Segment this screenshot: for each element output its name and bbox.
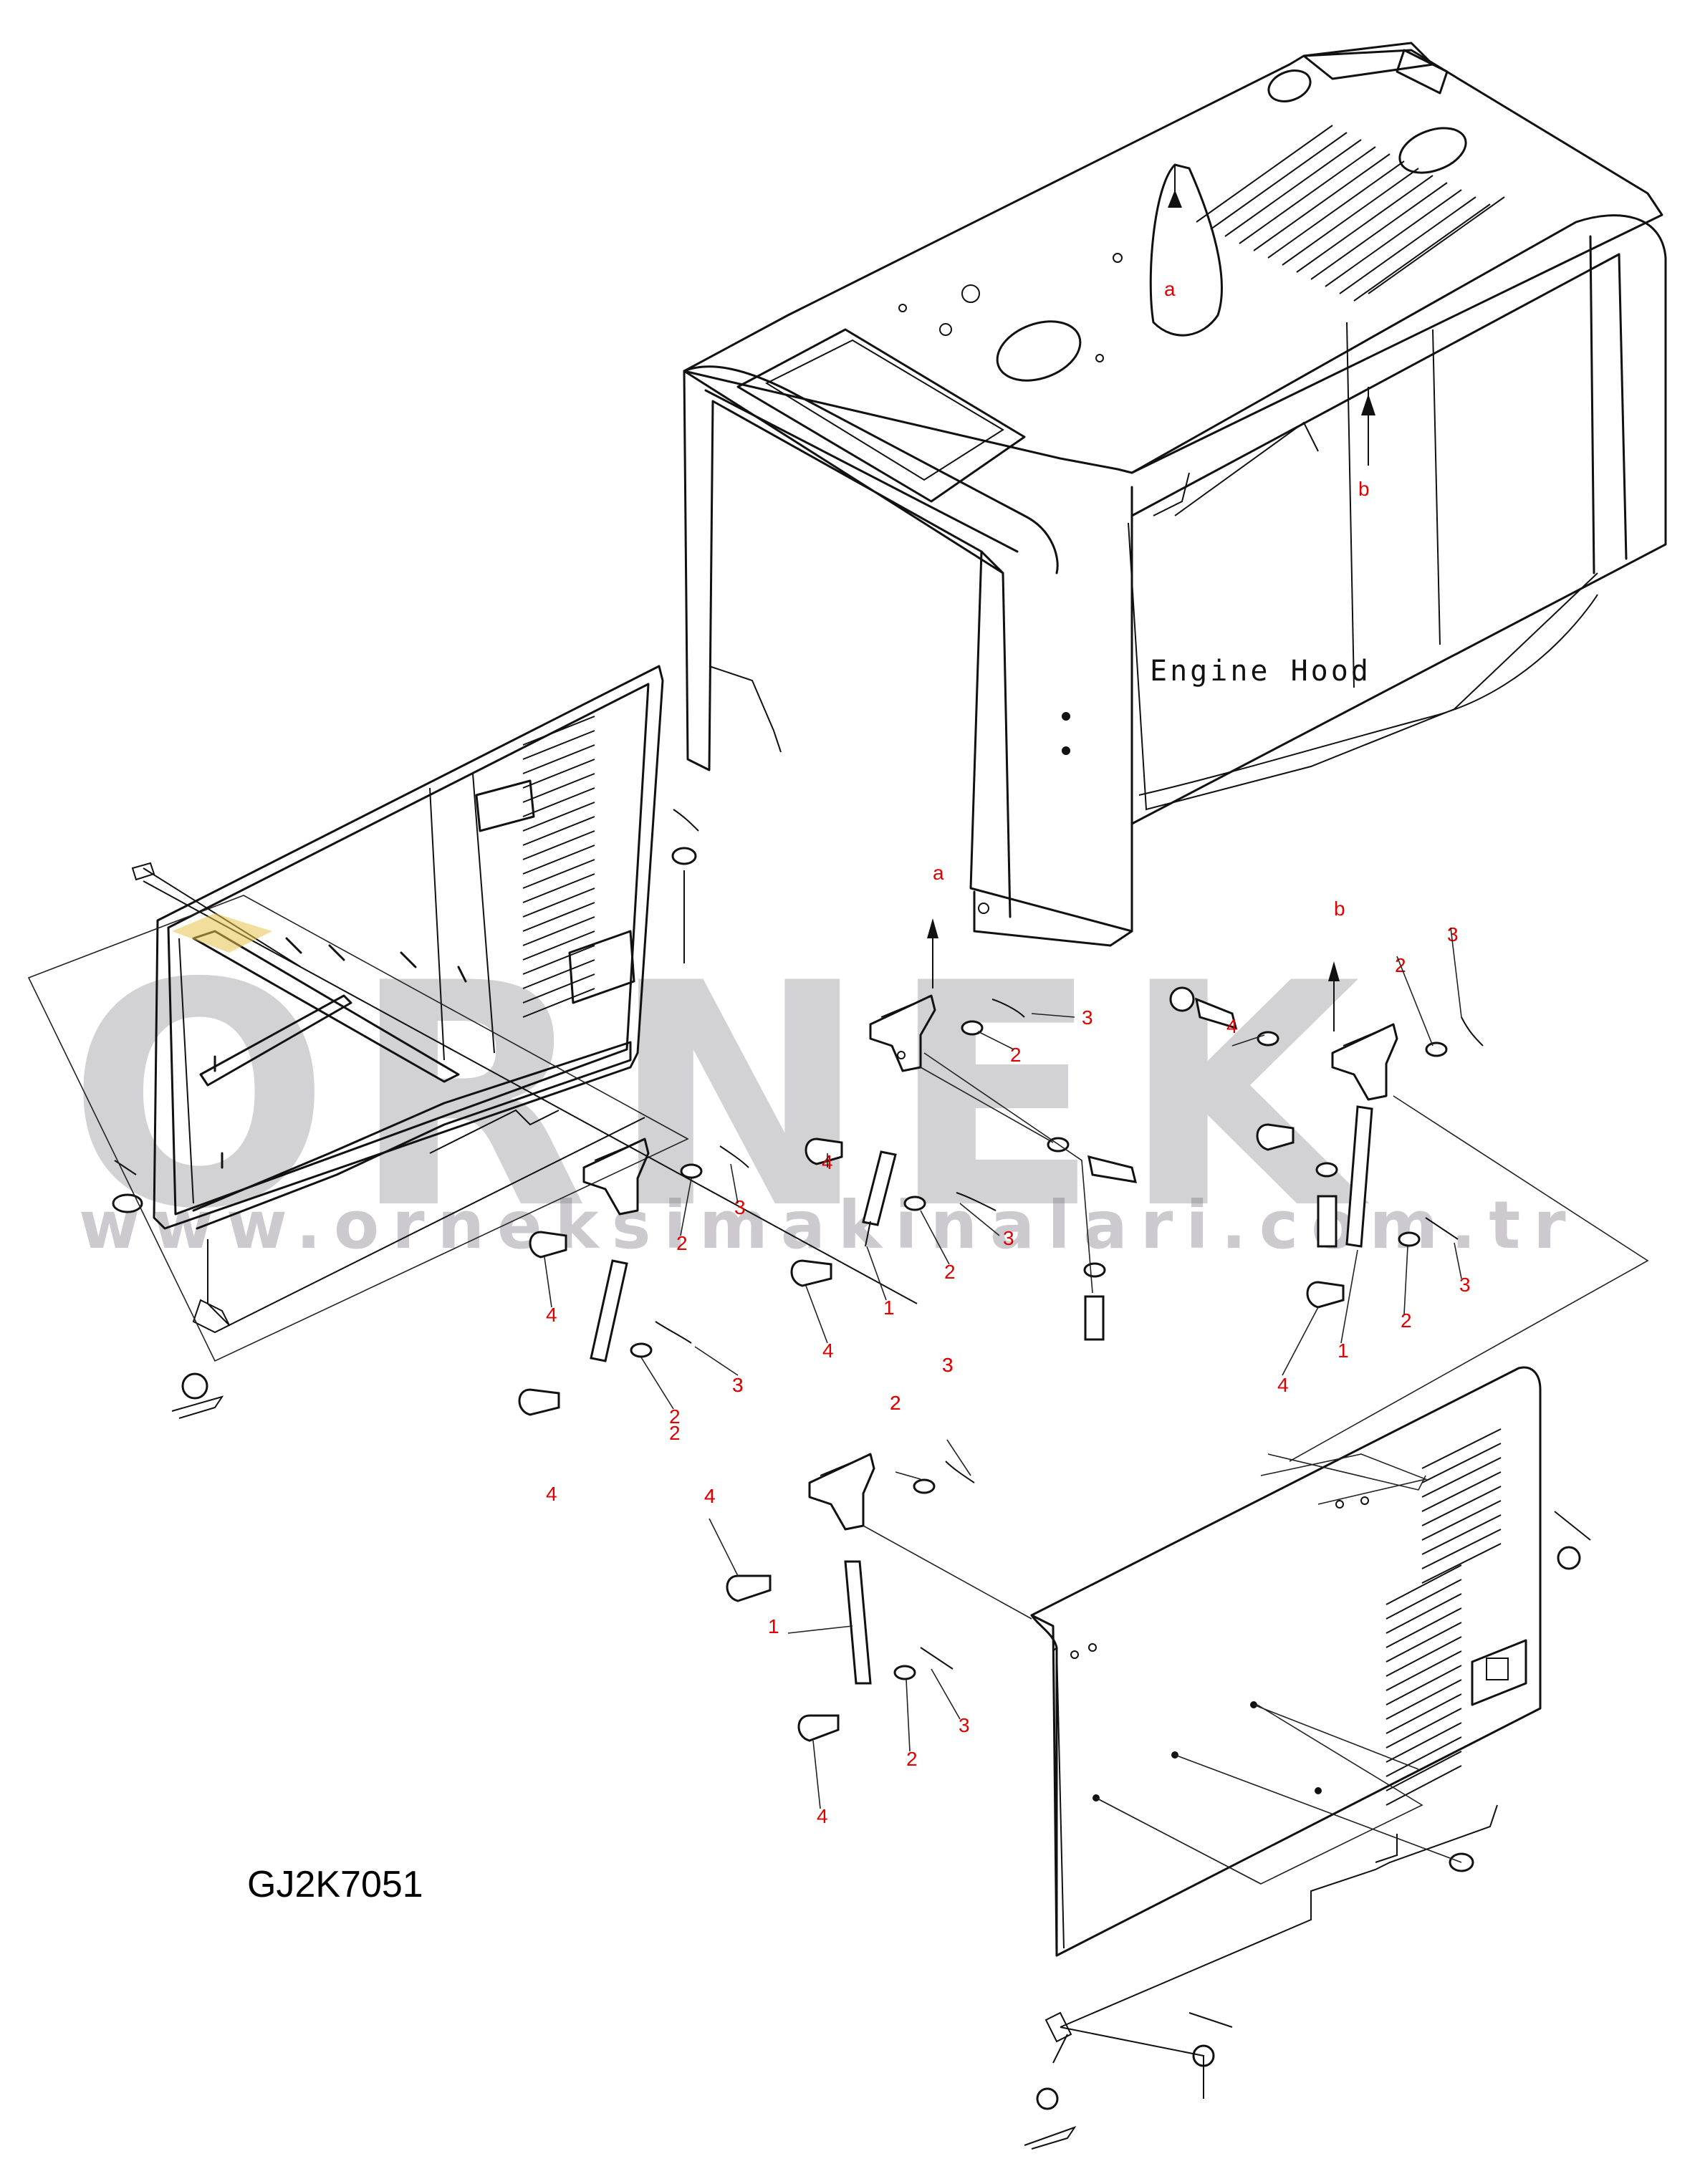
reference-letter-b-hinge: b	[1334, 898, 1345, 920]
reference-letter-b-hood: b	[1358, 478, 1370, 500]
callout-number: 2	[944, 1261, 956, 1283]
callout-numbers: 3 2 4 3 2 3 2 4 2 3 1 4 2 3 4 2 3 1 4 3 …	[546, 923, 1471, 1827]
callout-number: 2	[1401, 1309, 1412, 1332]
reference-letter-a-hinge: a	[933, 862, 944, 884]
callout-number: 3	[959, 1714, 970, 1736]
callout-number: 3	[1459, 1274, 1471, 1296]
callout-number: 2	[669, 1422, 681, 1444]
callout-number: 2	[669, 1405, 681, 1428]
left-door-panel	[27, 665, 918, 1419]
callout-number: 2	[890, 1392, 901, 1414]
hinge-assembly-bottom	[726, 1453, 1032, 1742]
engine-hood	[683, 42, 1667, 947]
left-loose-hardware	[671, 809, 699, 963]
callout-number: 2	[676, 1232, 688, 1254]
drawing-code: GJ2K7051	[247, 1864, 423, 1905]
callout-number: 4	[822, 1339, 834, 1362]
callout-number: 3	[1003, 1227, 1014, 1249]
callout-number: 3	[734, 1196, 746, 1218]
callout-number: 1	[768, 1615, 779, 1637]
callout-number: 2	[1010, 1044, 1022, 1066]
right-door-panel	[1024, 1366, 1591, 2150]
right-door-louvres	[1386, 1428, 1502, 1806]
reference-letter-a-hood: a	[1164, 278, 1176, 300]
callout-number: 4	[704, 1485, 716, 1507]
callout-number: 1	[1338, 1339, 1349, 1362]
hinge-assembly-right	[1169, 986, 1649, 1462]
callout-number: 4	[817, 1805, 828, 1827]
engine-hood-label: Engine Hood	[1150, 655, 1371, 688]
hinge-assembly-center	[790, 994, 1138, 1341]
callout-number: 3	[1447, 923, 1459, 946]
callout-number: 3	[942, 1354, 954, 1376]
callout-number: 1	[768, 1615, 779, 1637]
callout-number: 4	[546, 1304, 557, 1326]
callout-number: 2	[906, 1748, 918, 1770]
callout-number: 3	[942, 1354, 954, 1376]
callout-number: 3	[732, 1374, 744, 1396]
callout-number: 3	[1082, 1006, 1093, 1029]
callout-number: 1	[883, 1297, 895, 1319]
callout-number: 2	[890, 1392, 901, 1414]
left-door-accent	[172, 913, 272, 953]
reference-arrows	[927, 918, 1340, 1031]
left-door-marks	[213, 937, 467, 1169]
hinge-assembly-left	[518, 1137, 749, 1416]
callout-number: 4	[1226, 1015, 1238, 1037]
callout-leaders	[544, 927, 1462, 1809]
callout-number: 3	[732, 1374, 744, 1396]
callout-number: 4	[704, 1485, 716, 1507]
callout-number: 4	[1277, 1374, 1289, 1396]
left-door-louvres	[522, 716, 595, 1018]
watermark-brand: ORNEK	[68, 918, 1381, 1276]
hood-top-louvres	[1196, 125, 1505, 302]
callout-number: 4	[546, 1483, 557, 1505]
